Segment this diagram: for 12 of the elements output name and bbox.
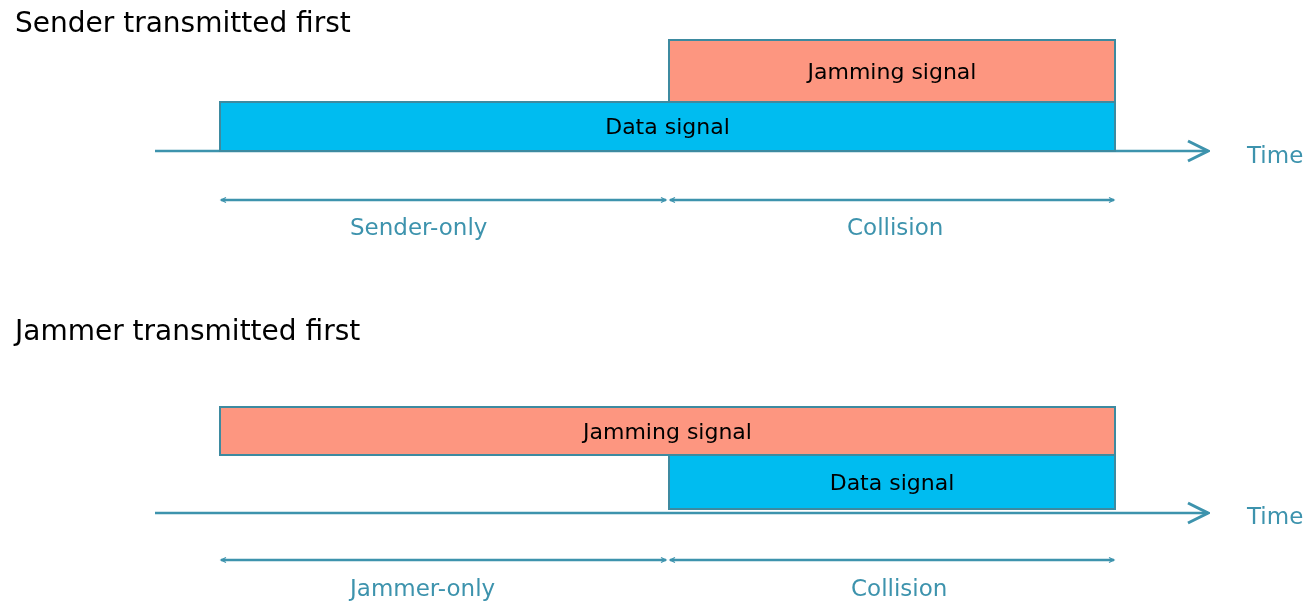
jamming-signal-bar: Jamming signal	[668, 39, 1116, 103]
interval-label: Collision	[847, 214, 944, 240]
axis-label: Time	[1247, 142, 1304, 168]
data-signal-bar: Data signal	[219, 101, 1116, 152]
interval-label: Jammer-only	[350, 575, 496, 601]
axis-label: Time	[1247, 503, 1304, 529]
interval-label: Sender-only	[350, 214, 488, 240]
interval-label: Collision	[851, 575, 948, 601]
jamming-signal-bar: Jamming signal	[219, 406, 1116, 456]
section-heading: Jammer transmitted first	[15, 314, 361, 347]
section-heading: Sender transmitted first	[15, 6, 351, 39]
data-signal-bar: Data signal	[668, 454, 1116, 510]
